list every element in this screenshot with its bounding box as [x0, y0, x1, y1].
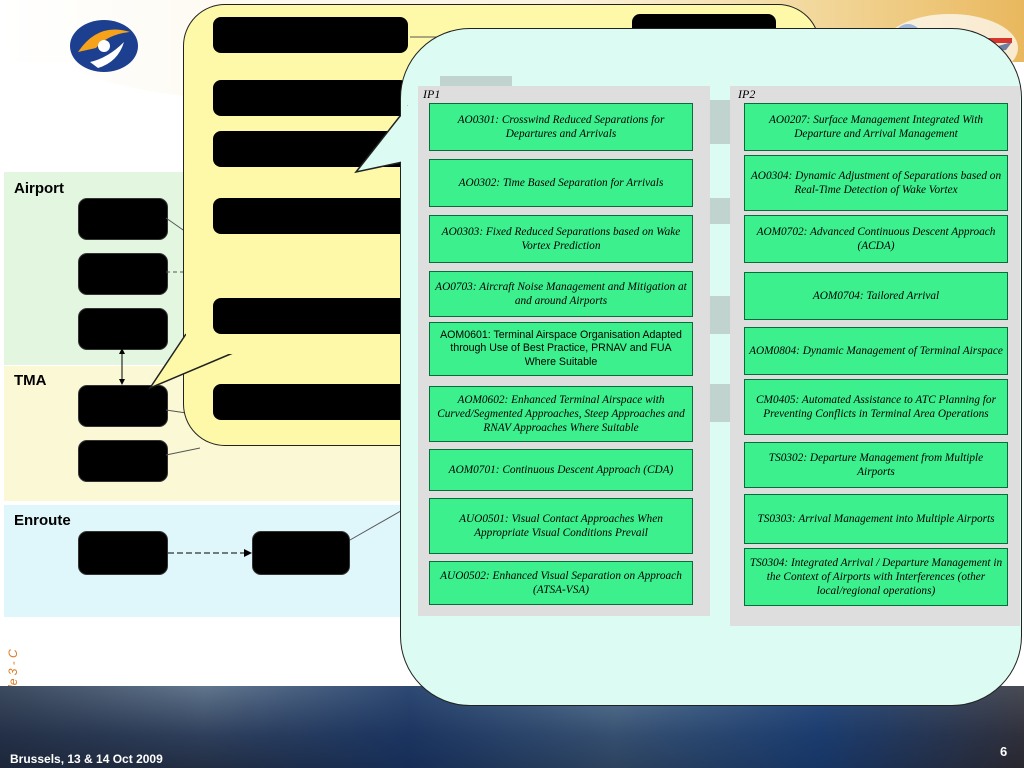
airport-process-box: [78, 308, 168, 350]
enroute-process-box: [78, 531, 168, 575]
ip2-item: AOM0804: Dynamic Management of Terminal …: [744, 327, 1008, 375]
enroute-process-box: [252, 531, 350, 575]
cyan-callout-tail: [354, 105, 421, 174]
ip2-item: AOM0702: Advanced Continuous Descent App…: [744, 215, 1008, 263]
yellow-callout-tail: [147, 333, 242, 390]
ip1-item: AO0703: Aircraft Noise Management and Mi…: [429, 271, 693, 317]
footer-date-location: Brussels, 13 & 14 Oct 2009: [10, 752, 163, 766]
tma-process-box: [78, 440, 168, 482]
faded-shape: [710, 100, 730, 144]
yellow-process-box: [213, 198, 408, 234]
ip2-item: TS0303: Arrival Management into Multiple…: [744, 494, 1008, 544]
ip2-item: TS0302: Departure Management from Multip…: [744, 442, 1008, 488]
page-number: 6: [1000, 744, 1008, 759]
ip1-item: AO0301: Crosswind Reduced Separations fo…: [429, 103, 693, 151]
ip2-item: CM0405: Automated Assistance to ATC Plan…: [744, 379, 1008, 435]
ip1-item: AOM0601: Terminal Airspace Organisation …: [429, 322, 693, 376]
enroute-label: Enroute: [14, 512, 71, 529]
ip1-item: AO0302: Time Based Separation for Arriva…: [429, 159, 693, 207]
ip1-item: AOM0602: Enhanced Terminal Airspace with…: [429, 386, 693, 442]
ip2-item: AO0207: Surface Management Integrated Wi…: [744, 103, 1008, 151]
ip2-item: TS0304: Integrated Arrival / Departure M…: [744, 548, 1008, 606]
tma-process-box: [78, 385, 168, 427]
ip1-item: AO0303: Fixed Reduced Separations based …: [429, 215, 693, 263]
airport-process-box: [78, 198, 168, 240]
episode3-logo: [70, 20, 138, 72]
yellow-process-box: [213, 298, 408, 334]
ip1-item: AOM0701: Continuous Descent Approach (CD…: [429, 449, 693, 491]
ip2-title: IP2: [738, 87, 756, 101]
yellow-process-box: [213, 80, 408, 116]
faded-shape: [710, 198, 730, 224]
faded-shape: [710, 384, 730, 422]
yellow-process-box: [213, 384, 408, 420]
ip1-title: IP1: [423, 87, 441, 101]
yellow-process-box: [213, 17, 408, 53]
ip2-item: AOM0704: Tailored Arrival: [744, 272, 1008, 320]
ip1-item: AUO0502: Enhanced Visual Separation on A…: [429, 561, 693, 605]
tma-label: TMA: [14, 372, 47, 389]
faded-shape: [710, 296, 730, 334]
ip1-item: AUO0501: Visual Contact Approaches When …: [429, 498, 693, 554]
airport-label: Airport: [14, 180, 64, 197]
ip2-item: AO0304: Dynamic Adjustment of Separation…: [744, 155, 1008, 211]
airport-process-box: [78, 253, 168, 295]
